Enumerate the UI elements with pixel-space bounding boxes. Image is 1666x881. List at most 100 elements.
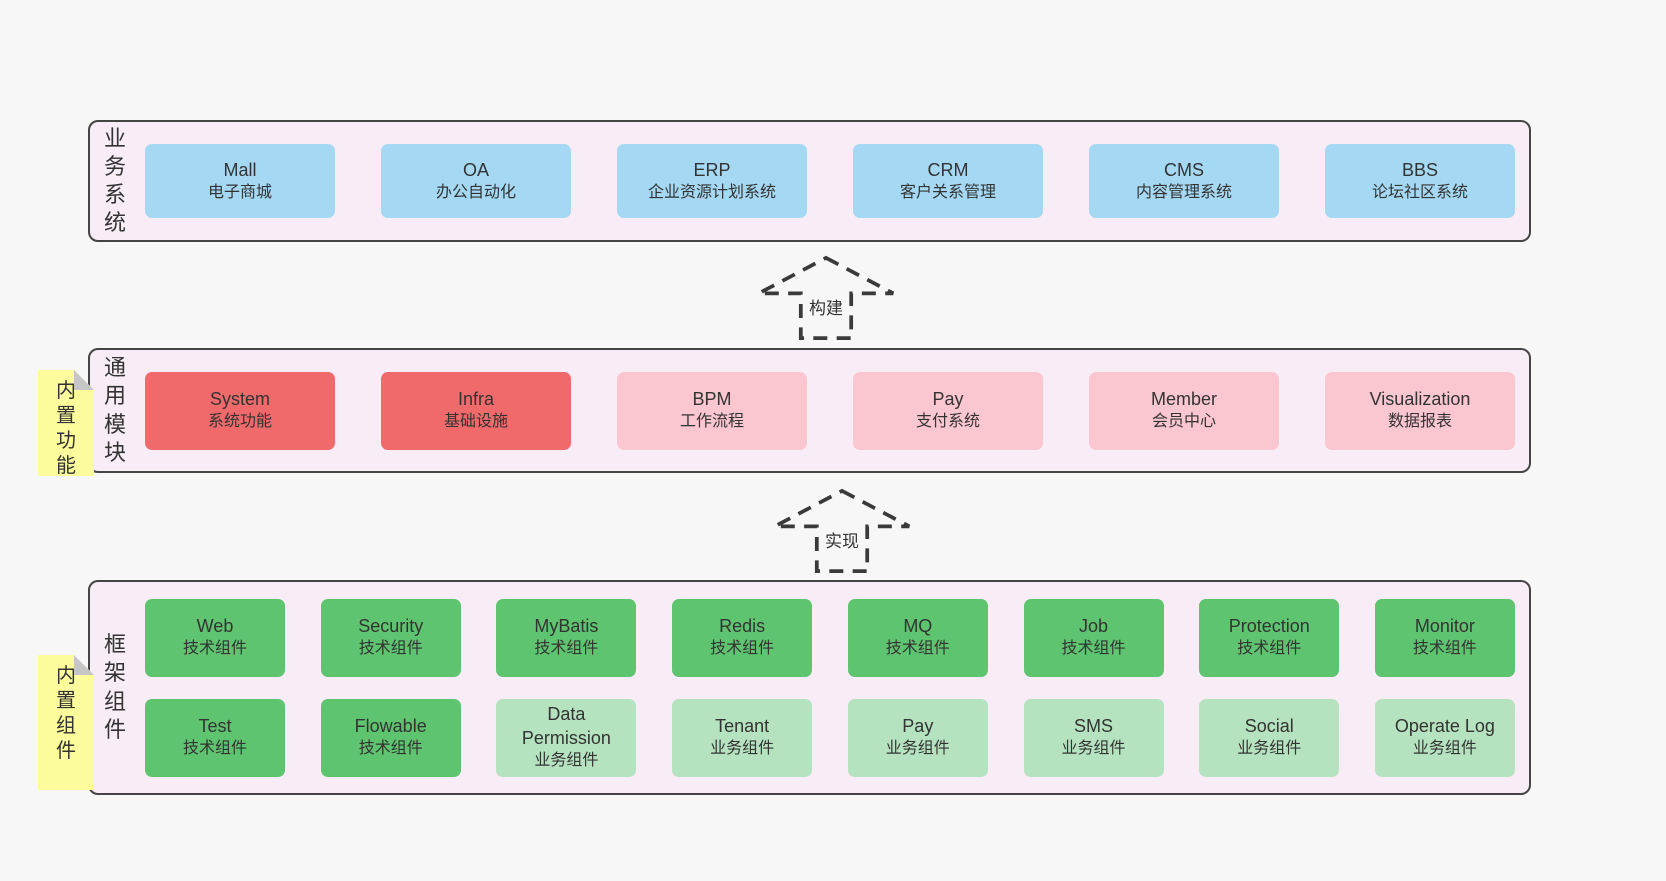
box-test: Test 技术组件 — [145, 698, 285, 777]
sticky-note-builtin-components: 内置组件 — [38, 655, 94, 790]
box-name-en: Pay — [902, 716, 934, 736]
box-name-zh: 技术组件 — [358, 640, 423, 658]
box-tenant: Tenant 业务组件 — [672, 698, 813, 777]
box-name-en: MQ — [903, 616, 933, 636]
arrow-implement-up: 实现 — [772, 488, 912, 574]
box-name-en: Job — [1079, 616, 1109, 636]
box-operate-log: Operate Log 业务组件 — [1374, 698, 1515, 777]
box-name-zh: 业务组件 — [885, 740, 950, 758]
box-social: Social 业务组件 — [1199, 698, 1340, 777]
box-crm: CRM 客户关系管理 — [853, 144, 1043, 218]
box-name-zh: 数据报表 — [1387, 413, 1452, 431]
box-monitor: Monitor 技术组件 — [1374, 598, 1515, 677]
box-name-en: CMS — [1164, 159, 1204, 180]
box-redis: Redis 技术组件 — [672, 598, 813, 677]
box-name-en: Security — [358, 616, 424, 636]
box-name-en: System — [209, 389, 270, 409]
layer-common-modules: 通用模块 System 系统功能 Infra 基础设施 BPM 工作流程 Pay 支付系统 Me… — [88, 348, 1531, 473]
box-name-en: CRM — [927, 159, 969, 180]
box-name-en: Mall — [223, 159, 257, 180]
box-name-en: Pay — [932, 389, 964, 409]
box-pay: Pay 支付系统 — [853, 371, 1043, 450]
layer-modules-label: 通用模块 — [103, 355, 126, 465]
box-name-en: Member — [1150, 389, 1217, 409]
box-name-zh: 业务组件 — [710, 740, 775, 758]
note-builtin-components-label: 内置组件 — [56, 665, 76, 762]
layer-components-label: 框架组件 — [103, 632, 126, 742]
box-name-zh: 技术组件 — [534, 640, 599, 658]
box-name-en: Social — [1244, 716, 1294, 736]
box-name-zh: 业务组件 — [1061, 740, 1126, 758]
box-name-zh: 支付系统 — [915, 413, 980, 431]
box-name-en: Web — [196, 616, 234, 636]
box-name-en: BBS — [1401, 159, 1439, 180]
box-bpm: BPM 工作流程 — [617, 371, 807, 450]
box-name-zh: 技术组件 — [1237, 640, 1302, 658]
box-security: Security 技术组件 — [320, 598, 461, 677]
arrow-build-up: 构建 — [756, 255, 896, 341]
box-erp: ERP 企业资源计划系统 — [617, 144, 807, 218]
box-name-zh: 业务组件 — [1412, 740, 1477, 758]
box-name-en: Flowable — [354, 716, 427, 736]
box-name-zh: 系统功能 — [207, 413, 272, 431]
dashed-up-arrow-icon — [773, 488, 911, 573]
box-name-zh: 工作流程 — [679, 413, 744, 431]
box-name-zh: 技术组件 — [710, 640, 775, 658]
box-name-zh: 技术组件 — [358, 740, 423, 758]
box-name-en: Visualization — [1369, 389, 1471, 409]
box-name-zh: 电子商城 — [207, 183, 272, 201]
box-name-zh: 技术组件 — [182, 640, 247, 658]
box-name-zh: 技术组件 — [885, 640, 950, 658]
arrow-implement-label: 实现 — [822, 525, 862, 553]
sticky-note-builtin-features: 内置功能 — [38, 370, 94, 476]
box-mq: MQ 技术组件 — [847, 598, 988, 677]
box-sms: SMS 业务组件 — [1023, 698, 1164, 777]
box-name-zh: 技术组件 — [1061, 640, 1126, 658]
box-name-zh: 业务组件 — [1237, 740, 1302, 758]
box-mall: Mall 电子商城 — [145, 144, 335, 218]
box-name-zh: 技术组件 — [182, 740, 247, 758]
box-name-en: Protection — [1228, 616, 1310, 636]
box-name-en: BPM — [692, 389, 732, 409]
box-name-en: Monitor — [1414, 616, 1475, 636]
box-job: Job 技术组件 — [1023, 598, 1164, 677]
box-name-zh: 办公自动化 — [435, 183, 516, 201]
box-name-zh: 业务组件 — [534, 752, 599, 770]
box-name-en: ERP — [693, 159, 731, 180]
box-infra: Infra 基础设施 — [381, 371, 571, 450]
box-name-en: Test — [198, 716, 232, 736]
box-name-zh: 客户关系管理 — [899, 183, 996, 201]
box-name-en: OA — [462, 159, 489, 180]
box-name-en: Data Permission — [521, 704, 611, 748]
box-data-permission: Data Permission 业务组件 — [496, 698, 637, 777]
box-flowable: Flowable 技术组件 — [320, 698, 461, 777]
box-name-zh: 基础设施 — [443, 413, 508, 431]
arrow-build-label: 构建 — [806, 292, 846, 320]
box-bbs: BBS 论坛社区系统 — [1325, 144, 1515, 218]
box-name-en: Tenant — [715, 716, 770, 736]
box-name-en: Infra — [457, 389, 495, 409]
box-web: Web 技术组件 — [145, 598, 285, 677]
box-name-en: Redis — [719, 616, 766, 636]
box-name-en: SMS — [1074, 716, 1114, 736]
box-name-zh: 论坛社区系统 — [1371, 183, 1468, 201]
box-name-zh: 企业资源计划系统 — [647, 183, 776, 201]
box-name-en: Operate Log — [1394, 716, 1495, 736]
box-oa: OA 办公自动化 — [381, 144, 571, 218]
box-protection: Protection 技术组件 — [1199, 598, 1340, 677]
dashed-up-arrow-icon — [757, 255, 895, 340]
box-name-zh: 技术组件 — [1412, 640, 1477, 658]
note-builtin-features-label: 内置功能 — [56, 380, 76, 477]
